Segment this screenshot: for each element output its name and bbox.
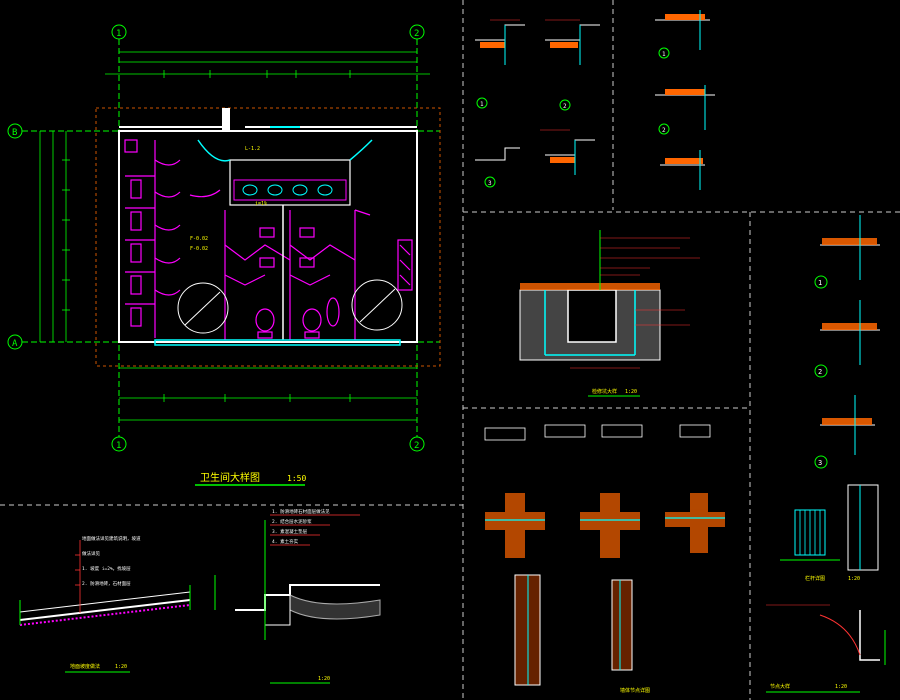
axis-label-1-bottom: 1 <box>116 441 121 451</box>
rc-label-2: 2 <box>818 368 822 376</box>
top-small-details: 1 2 3 1 2 <box>475 10 715 190</box>
axis-label-1-top: 1 <box>116 29 121 39</box>
plan-annotations: L-1.2 F-0.02 F-0.02 i=1% <box>190 146 267 252</box>
svg-text:地面做法详见建筑说明，坡道: 地面做法详见建筑说明，坡道 <box>82 535 141 542</box>
bottom-window-strip <box>154 339 401 346</box>
dimension-ticks <box>62 70 351 402</box>
railing-scale: 1:20 <box>848 576 860 582</box>
axis-label-b: B <box>12 128 17 138</box>
grid-axis-bubbles <box>7 24 440 452</box>
water-closets <box>255 297 340 339</box>
bottom-right-scale: 1:20 <box>835 684 847 690</box>
tl-detail-label-2: 2 <box>563 103 567 110</box>
step-section-detail: 1. 防滑地砖石材面层做法见 2. 结合层水泥砂浆 3. 素混凝土垫层 4. 素… <box>214 508 381 684</box>
ramp-title: 地面坡度做法 <box>70 663 100 670</box>
axis-label-2-bottom: 2 <box>414 441 419 451</box>
ramp-detail: 地面做法详见建筑说明，坡道 做法详见 1. 坡度 i=2%，找坡层 2. 防滑地… <box>19 535 191 673</box>
wall-node-details: 墙体节点详图 <box>484 424 725 694</box>
right-column-details: 1 2 3 栏杆详图 1:20 节点大样 1:20 <box>766 215 886 693</box>
bottom-right-title: 节点大样 <box>770 683 790 690</box>
pit-title: 检修坑大样 <box>592 388 617 395</box>
svg-text:2. 结合层水泥砂浆: 2. 结合层水泥砂浆 <box>272 518 312 525</box>
svg-text:i=1%: i=1% <box>255 201 267 207</box>
walls <box>118 108 418 343</box>
railing-title: 栏杆详图 <box>805 575 825 582</box>
svg-text:F-0.02: F-0.02 <box>190 236 208 242</box>
tr-detail-label-2: 2 <box>662 127 666 134</box>
restroom-floor-plan: 1 2 1 2 B A <box>7 24 441 486</box>
svg-text:L-1.2: L-1.2 <box>245 146 260 152</box>
axis-label-2-top: 2 <box>414 29 419 39</box>
svg-text:1. 防滑地砖石材面层做法见: 1. 防滑地砖石材面层做法见 <box>272 508 330 515</box>
pit-scale: 1:20 <box>625 389 637 395</box>
toilet-stalls-center <box>189 189 413 340</box>
section-scale: 1:20 <box>318 676 330 682</box>
turning-circles <box>177 279 403 334</box>
ramp-scale: 1:20 <box>115 664 127 670</box>
svg-text:4. 素土夯实: 4. 素土夯实 <box>272 538 299 545</box>
mid-bottom-title: 墙体节点详图 <box>620 687 650 694</box>
rc-label-1: 1 <box>818 279 822 287</box>
tl-detail-label-1: 1 <box>480 101 484 108</box>
toilet-stalls-left <box>124 139 181 338</box>
dimension-lines <box>39 51 430 421</box>
pit-section: 检修坑大样 1:20 <box>519 230 700 397</box>
plan-scale: 1:50 <box>287 474 306 483</box>
plan-boundary <box>95 107 441 367</box>
axis-label-a: A <box>12 339 18 349</box>
vanity-counter <box>197 126 373 340</box>
tr-detail-label-1: 1 <box>662 51 666 58</box>
svg-text:做法详见: 做法详见 <box>82 550 100 557</box>
svg-text:1. 坡度 i=2%，找坡层: 1. 坡度 i=2%，找坡层 <box>82 565 131 572</box>
rc-label-3: 3 <box>818 459 822 467</box>
svg-text:3. 素混凝土垫层: 3. 素混凝土垫层 <box>272 528 308 535</box>
svg-text:F-0.02: F-0.02 <box>190 246 208 252</box>
plan-title: 卫生间大样图 <box>200 471 260 484</box>
tl-detail-label-3: 3 <box>488 180 492 187</box>
svg-text:2. 防滑地砖，石材面层: 2. 防滑地砖，石材面层 <box>82 580 131 587</box>
